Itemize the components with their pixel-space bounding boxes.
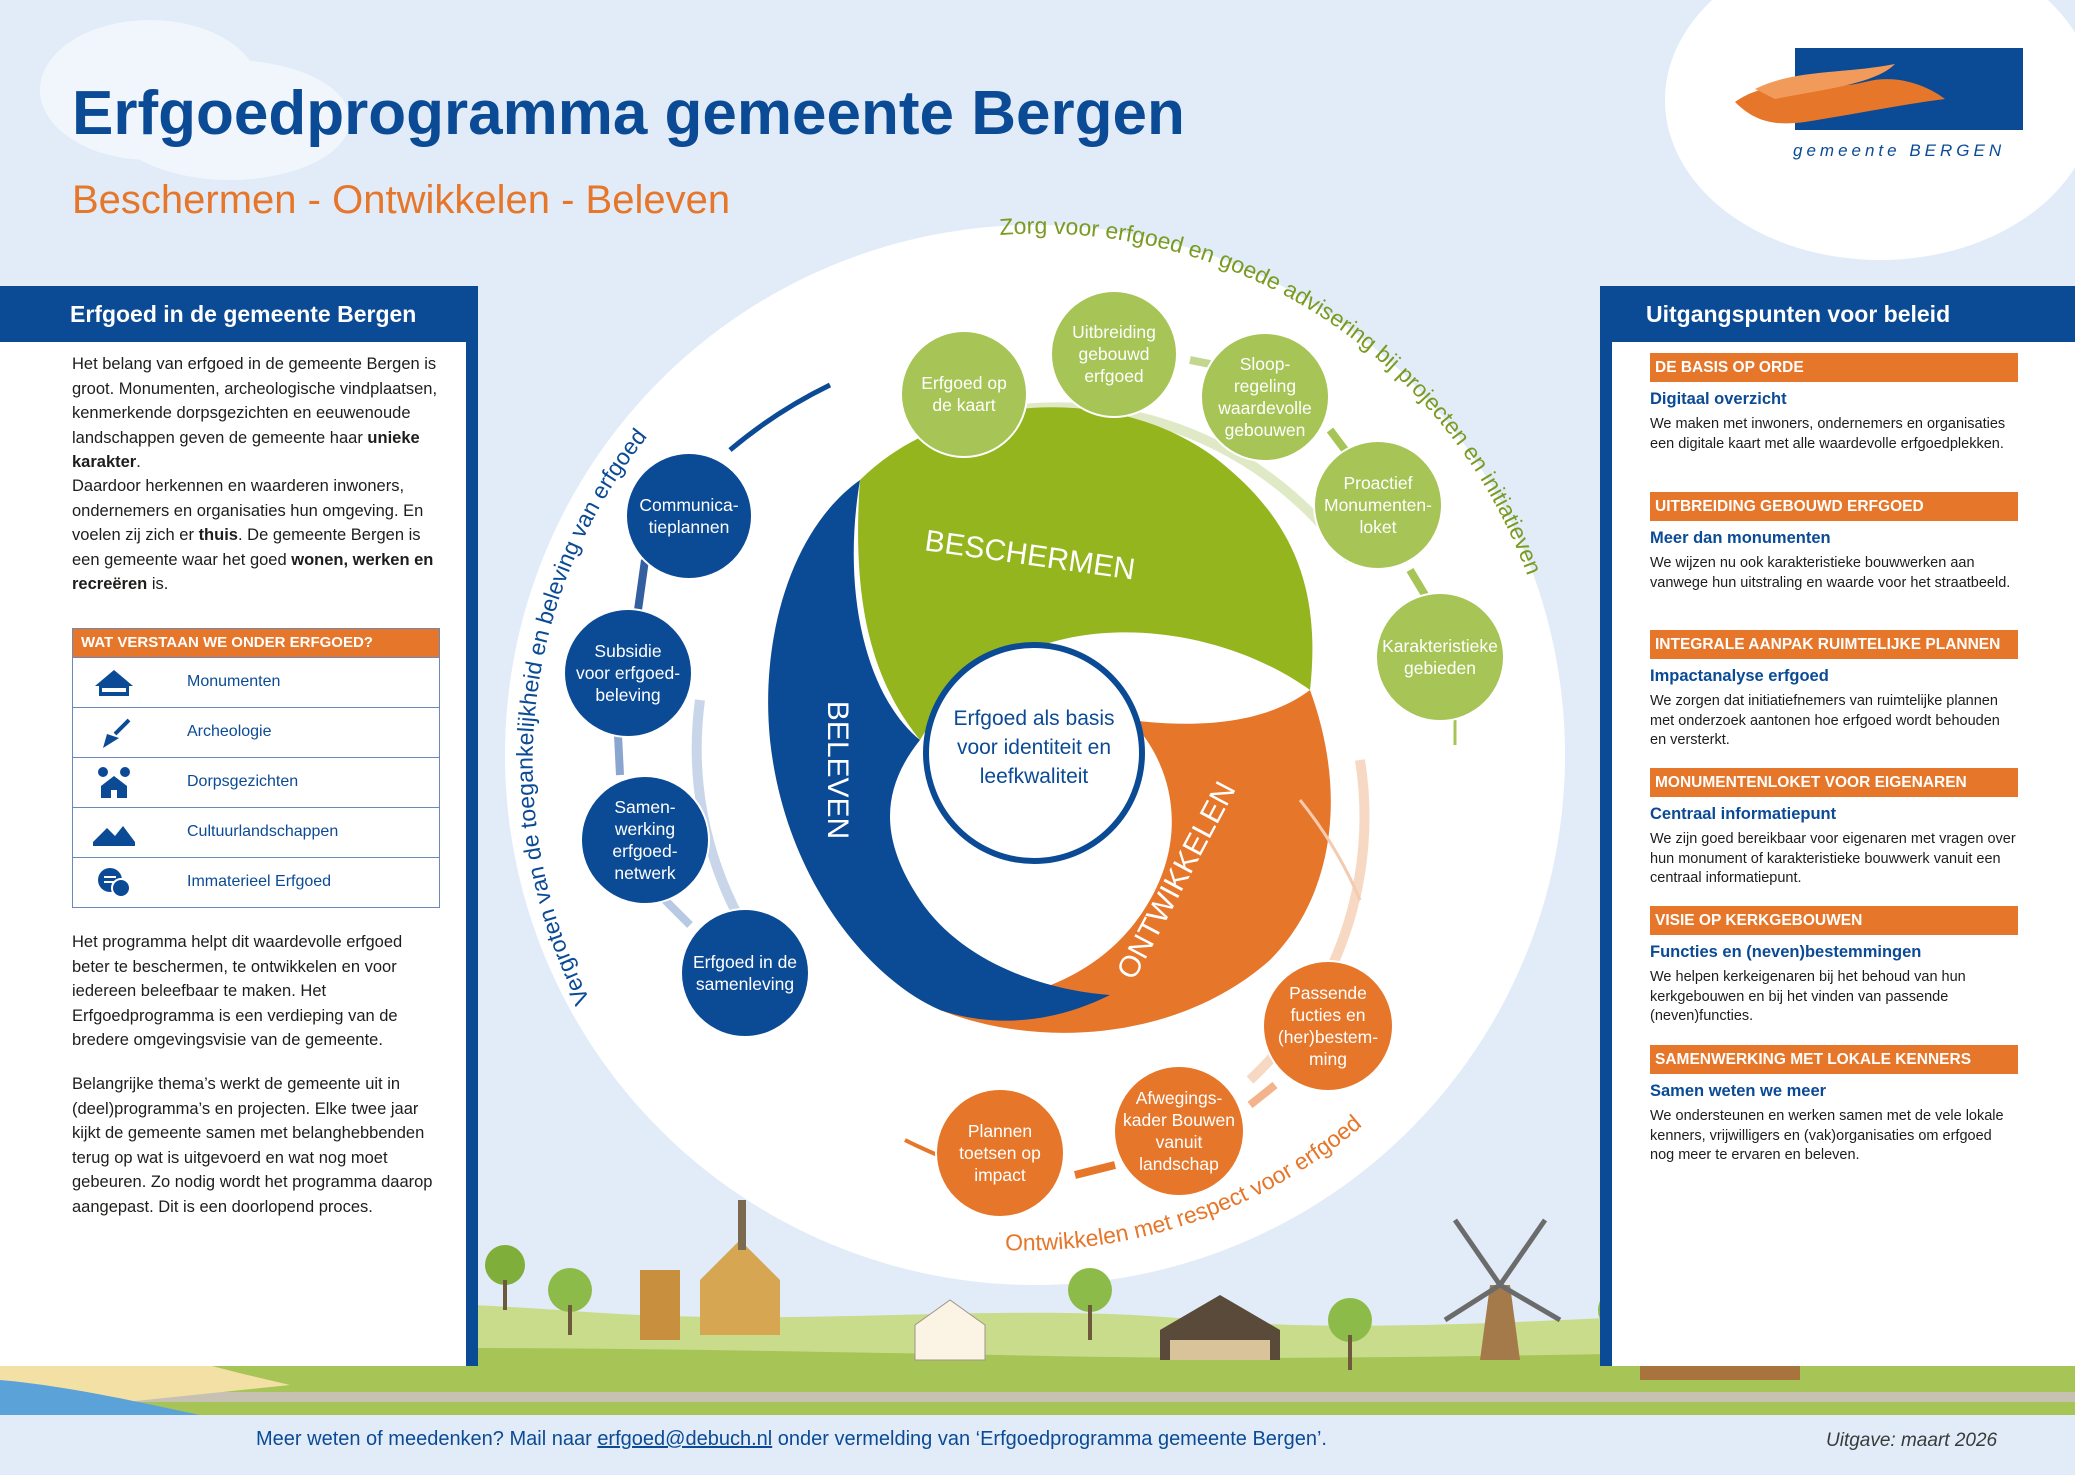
categories-box: WAT VERSTAAN WE ONDER ERFGOED? Monumente… bbox=[72, 628, 440, 908]
outro-paragraph-1: Het programma helpt dit waardevolle erfg… bbox=[72, 933, 403, 1049]
node-afwegingskader: Afwegings- kader Bouwen vanuit landschap bbox=[1113, 1065, 1245, 1197]
policy-section-subtitle: Impactanalyse erfgoed bbox=[1650, 667, 1829, 685]
intro-2a-text: Daardoor herkennen en waarderen inwoners… bbox=[72, 477, 424, 544]
intro-1-text: Het belang van erfgoed in de gemeente Be… bbox=[72, 355, 438, 447]
node-karakteristieke-gebieden: Karakteristieke gebieden bbox=[1375, 592, 1505, 722]
landscape-icon bbox=[93, 826, 135, 846]
intro-1-bold: unieke karakter bbox=[72, 428, 420, 472]
policy-section: UITBREIDING GEBOUWD ERFGOED Meer dan mon… bbox=[1650, 492, 2018, 593]
category-label-cultuurlandschappen: Cultuurlandschappen bbox=[187, 823, 339, 840]
policy-section-head: UITBREIDING GEBOUWD ERFGOED bbox=[1650, 492, 2018, 521]
segment-beleven-shape bbox=[768, 480, 1110, 1021]
categories-title: WAT VERSTAAN WE ONDER ERFGOED? bbox=[73, 629, 439, 657]
page-subtitle: Beschermen - Ontwikkelen - Beleven bbox=[72, 178, 731, 222]
policy-section: SAMENWERKING MET LOKALE KENNERS Samen we… bbox=[1650, 1045, 2018, 1166]
segment-beschermen-shape bbox=[858, 407, 1313, 740]
node-proactief-monumentenloket: Proactief Monumenten- loket bbox=[1313, 440, 1443, 570]
footer-text-before: Meer weten of meedenken? Mail naar bbox=[256, 1428, 598, 1450]
segment-ontwikkelen-shape bbox=[940, 690, 1331, 1033]
speech-bubbles-icon bbox=[98, 868, 131, 898]
policy-section-head: DE BASIS OP ORDE bbox=[1650, 353, 2018, 382]
node-samenwerking-erfgoednetwerk: Samen- werking erfgoed- netwerk bbox=[580, 775, 710, 905]
village-icon bbox=[98, 767, 130, 798]
policy-section-head: MONUMENTENLOKET VOOR EIGENAREN bbox=[1650, 768, 2018, 797]
category-row: Dorpsgezichten bbox=[73, 757, 439, 807]
issue-date: Uitgave: maart 2026 bbox=[1826, 1430, 1998, 1451]
trowel-icon bbox=[103, 718, 131, 748]
category-label-immaterieel-erfgoed: Immaterieel Erfgoed bbox=[187, 873, 332, 890]
right-panel-title: Uitgangspunten voor beleid bbox=[1612, 286, 2075, 342]
node-subsidie-erfgoedbeleving: Subsidie voor erfgoed- beleving bbox=[563, 608, 693, 738]
monument-icon bbox=[95, 670, 133, 696]
policy-section-subtitle: Meer dan monumenten bbox=[1650, 529, 1831, 547]
diagram-center-text: Erfgoed als basis voor identiteit en lee… bbox=[953, 707, 1115, 788]
policy-section-head: SAMENWERKING MET LOKALE KENNERS bbox=[1650, 1045, 2018, 1074]
right-panel: Uitgangspunten voor beleid DE BASIS OP O… bbox=[1600, 286, 2075, 1366]
category-label-dorpsgezichten: Dorpsgezichten bbox=[187, 773, 299, 790]
policy-section: DE BASIS OP ORDE Digitaal overzicht We m… bbox=[1650, 353, 2018, 454]
intro-2b-text: . De gemeente Bergen is een gemeente waa… bbox=[72, 526, 421, 569]
policy-section: MONUMENTENLOKET VOOR EIGENAREN Centraal … bbox=[1650, 768, 2018, 889]
policy-section-body: We zijn goed bereikbaar voor eigenaren m… bbox=[1650, 831, 2016, 886]
category-label-monumenten: Monumenten bbox=[187, 673, 281, 690]
footer-text-after: onder vermelding van ‘Erfgoedprogramma g… bbox=[772, 1428, 1327, 1450]
node-uitbreiding-gebouwd-erfgoed: Uitbreiding gebouwd erfgoed bbox=[1050, 290, 1178, 418]
policy-section-subtitle: Digitaal overzicht bbox=[1650, 390, 1787, 408]
segment-label-beleven: BELEVEN bbox=[821, 701, 854, 839]
node-erfgoed-op-de-kaart: Erfgoed op de kaart bbox=[900, 330, 1028, 458]
category-row: Archeologie bbox=[73, 707, 439, 757]
center-circle bbox=[923, 642, 1145, 864]
node-plannen-toetsen: Plannen toetsen op impact bbox=[935, 1088, 1065, 1218]
policy-section-head: VISIE OP KERKGEBOUWEN bbox=[1650, 906, 2018, 935]
policy-section-subtitle: Centraal informatiepunt bbox=[1650, 805, 1837, 823]
policy-section-subtitle: Samen weten we meer bbox=[1650, 1082, 1827, 1100]
intro-1-end: . bbox=[136, 453, 141, 471]
gemeente-bergen-logo bbox=[1735, 48, 2023, 130]
node-sloopregeling: Sloop- regeling waardevolle gebouwen bbox=[1200, 332, 1330, 462]
page-title: Erfgoedprogramma gemeente Bergen bbox=[72, 79, 1185, 148]
policy-section-body: We helpen kerkeigenaren bij het behoud v… bbox=[1650, 969, 1966, 1024]
policy-section-body: We ondersteunen en werken samen met de v… bbox=[1650, 1108, 2004, 1163]
footer-email-link[interactable]: erfgoed@debuch.nl bbox=[597, 1428, 773, 1450]
intro-2-bold2: wonen, werken en recreëren bbox=[72, 550, 434, 594]
logo-text: gemeente BERGEN bbox=[1793, 141, 2006, 160]
footer-contact: Meer weten of meedenken? Mail naar erfgo… bbox=[256, 1428, 1327, 1451]
left-panel-title: Erfgoed in de gemeente Bergen bbox=[0, 286, 466, 342]
outro-paragraph-2: Belangrijke thema’s werkt de gemeente ui… bbox=[72, 1075, 433, 1216]
category-row: Immaterieel Erfgoed bbox=[73, 857, 439, 907]
policy-section: INTEGRALE AANPAK RUIMTELIJKE PLANNEN Imp… bbox=[1650, 630, 2018, 751]
node-passende-functies: Passende fucties en (her)bestem- ming bbox=[1262, 960, 1394, 1092]
intro-2c-text: is. bbox=[147, 575, 169, 593]
policy-section-subtitle: Functies en (neven)bestemmingen bbox=[1650, 943, 1922, 961]
category-row: Cultuurlandschappen bbox=[73, 807, 439, 857]
intro-paragraph-2: Daardoor herkennen en waarderen inwoners… bbox=[72, 474, 444, 597]
category-label-archeologie: Archeologie bbox=[187, 723, 272, 740]
node-communicatieplannen: Communica- tieplannen bbox=[625, 452, 753, 580]
intro-2-bold1: thuis bbox=[198, 526, 238, 544]
policy-section-body: We wijzen nu ook karakteristieke bouwwer… bbox=[1650, 555, 2011, 591]
intro-paragraph-1: Het belang van erfgoed in de gemeente Be… bbox=[72, 352, 444, 475]
policy-section: VISIE OP KERKGEBOUWEN Functies en (neven… bbox=[1650, 906, 2018, 1027]
policy-section-body: We maken met inwoners, ondernemers en or… bbox=[1650, 416, 2006, 452]
policy-section-head: INTEGRALE AANPAK RUIMTELIJKE PLANNEN bbox=[1650, 630, 2018, 659]
node-erfgoed-in-de-samenleving: Erfgoed in de samenleving bbox=[680, 908, 810, 1038]
policy-section-body: We zorgen dat initiatiefnemers van ruimt… bbox=[1650, 693, 2000, 748]
category-row: Monumenten bbox=[73, 657, 439, 707]
